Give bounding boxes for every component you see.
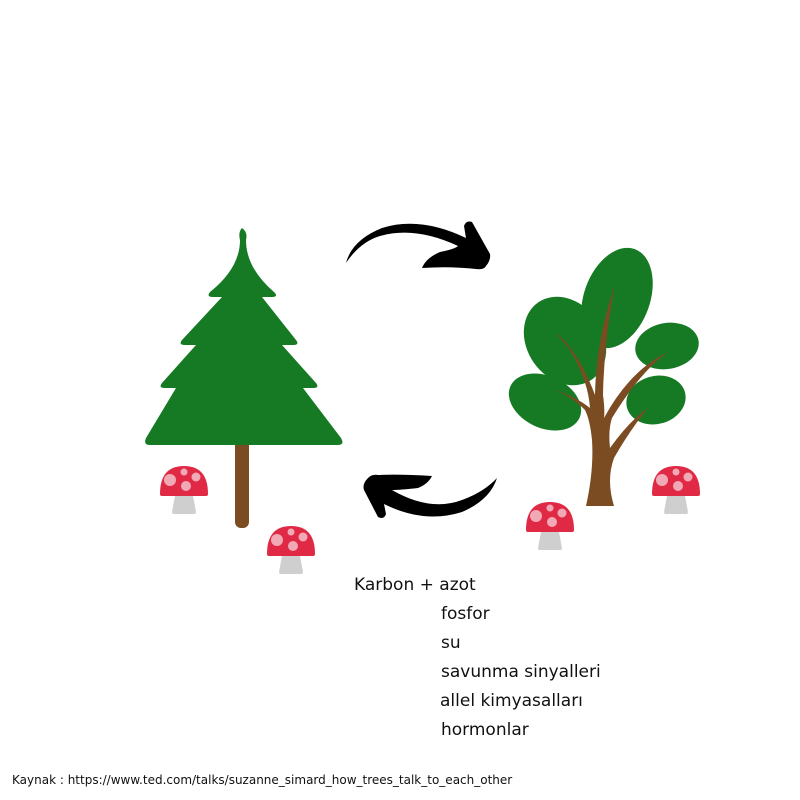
mushroom-icon	[160, 466, 208, 514]
curved-arrow-right-icon	[346, 221, 491, 270]
exchange-item: hormonlar	[441, 720, 529, 740]
mushroom-icon	[652, 466, 700, 514]
mushroom-icon	[267, 526, 315, 574]
exchange-item: savunma sinyalleri	[441, 662, 601, 682]
curved-arrow-left-icon	[363, 474, 497, 518]
mushroom-icon	[526, 502, 574, 550]
pine-tree-icon	[145, 228, 343, 528]
exchange-item: su	[441, 633, 461, 653]
exchange-item: allel kimyasalları	[440, 691, 583, 711]
source-citation: Kaynak : https://www.ted.com/talks/suzan…	[12, 773, 513, 787]
exchange-first-line: Karbon + azot	[354, 575, 476, 595]
broadleaf-tree-icon	[508, 247, 699, 506]
exchange-item: fosfor	[441, 604, 490, 624]
